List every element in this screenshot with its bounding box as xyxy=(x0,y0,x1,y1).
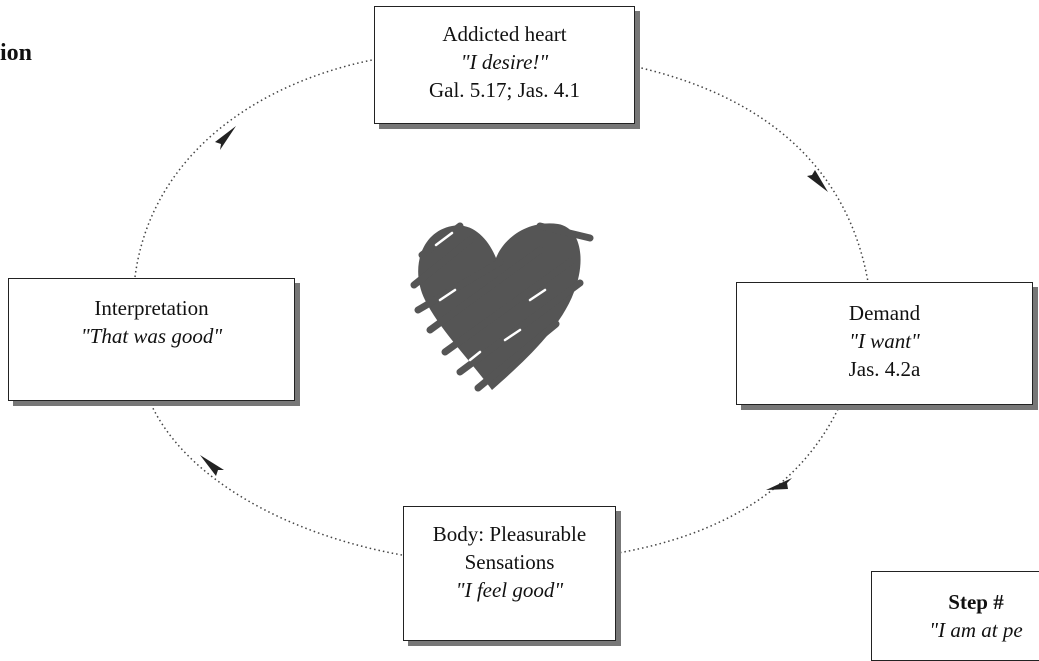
box-quote: "I am at pe xyxy=(929,618,1023,642)
box-title: Body: Pleasurable xyxy=(432,522,587,546)
arc-left-to-top xyxy=(134,59,373,278)
box-addicted-heart: Addicted heart "I desire!" Gal. 5.17; Ja… xyxy=(374,6,635,124)
box-title: Addicted heart xyxy=(442,22,567,46)
box-body-sensations: Body: Pleasurable Sensations "I feel goo… xyxy=(403,506,616,641)
arc-top-to-right xyxy=(636,66,869,283)
arrowhead-down-left xyxy=(766,478,792,490)
box-reference: Jas. 4.2a xyxy=(848,357,921,381)
box-title: Step # xyxy=(948,590,1004,614)
box-step-partial: Step # "I am at pe xyxy=(871,571,1039,661)
box-quote: "I feel good" xyxy=(455,578,564,602)
box-quote: "I want" xyxy=(849,329,920,353)
cycle-diagram xyxy=(134,59,869,556)
arrowhead-up-left xyxy=(200,455,224,476)
arrowhead-up-right xyxy=(215,126,236,150)
box-reference: Gal. 5.17; Jas. 4.1 xyxy=(428,78,581,102)
arrowhead-down-right xyxy=(807,170,828,192)
box-title: Interpretation xyxy=(94,296,209,320)
box-title: Demand xyxy=(848,301,921,325)
scribbled-heart-icon xyxy=(410,222,594,392)
box-title-continued: Sensations xyxy=(464,550,555,574)
arc-bottom-to-left xyxy=(149,401,403,556)
arc-right-to-bottom xyxy=(617,404,841,554)
box-demand: Demand "I want" Jas. 4.2a xyxy=(736,282,1033,405)
page-heading-fragment: ion xyxy=(0,40,33,66)
box-quote: "I desire!" xyxy=(460,50,549,74)
box-interpretation: Interpretation "That was good" xyxy=(8,278,295,401)
box-quote: "That was good" xyxy=(80,324,223,348)
